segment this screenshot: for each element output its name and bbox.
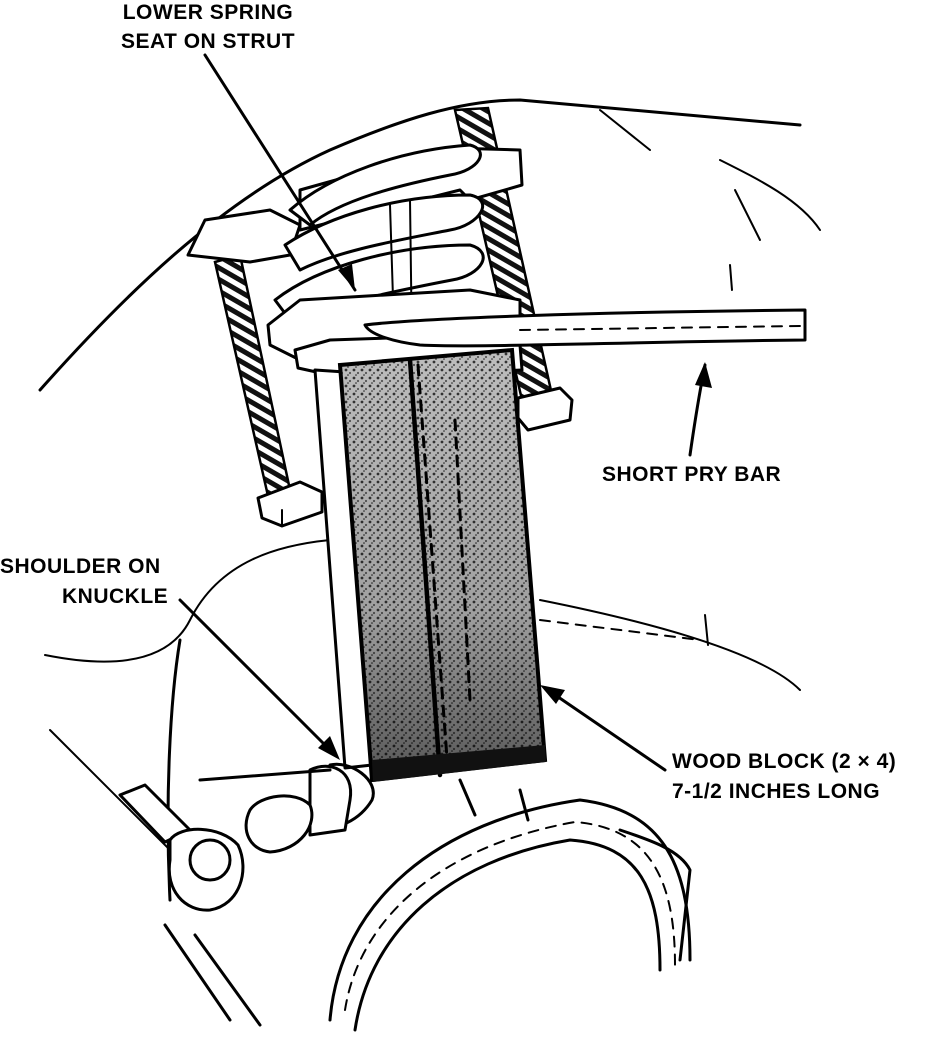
leader-shoulder-on-knuckle bbox=[178, 598, 340, 760]
leader-lower-spring-seat bbox=[203, 53, 357, 292]
leader-short-pry-bar bbox=[688, 362, 712, 457]
label-lower-spring-seat-line1: LOWER SPRING bbox=[123, 1, 294, 24]
label-shoulder-on-knuckle-line2: KNUCKLE bbox=[62, 585, 168, 608]
leader-wood-block bbox=[540, 685, 667, 772]
label-wood-block-line1: WOOD BLOCK (2 × 4) bbox=[672, 750, 896, 773]
left-threaded-rod bbox=[213, 253, 292, 498]
label-lower-spring-seat-line2: SEAT ON STRUT bbox=[121, 30, 295, 53]
label-shoulder-on-knuckle-line1: SHOULDER ON bbox=[0, 555, 161, 578]
steering-knuckle bbox=[166, 638, 375, 902]
tie-rod bbox=[118, 783, 262, 1027]
short-pry-bar bbox=[363, 308, 807, 348]
brake-rotor bbox=[328, 778, 692, 1032]
label-wood-block-line2: 7-1/2 INCHES LONG bbox=[672, 780, 880, 803]
label-short-pry-bar: SHORT PRY BAR bbox=[602, 463, 781, 486]
wood-block bbox=[337, 347, 548, 783]
left-nut bbox=[256, 480, 324, 528]
